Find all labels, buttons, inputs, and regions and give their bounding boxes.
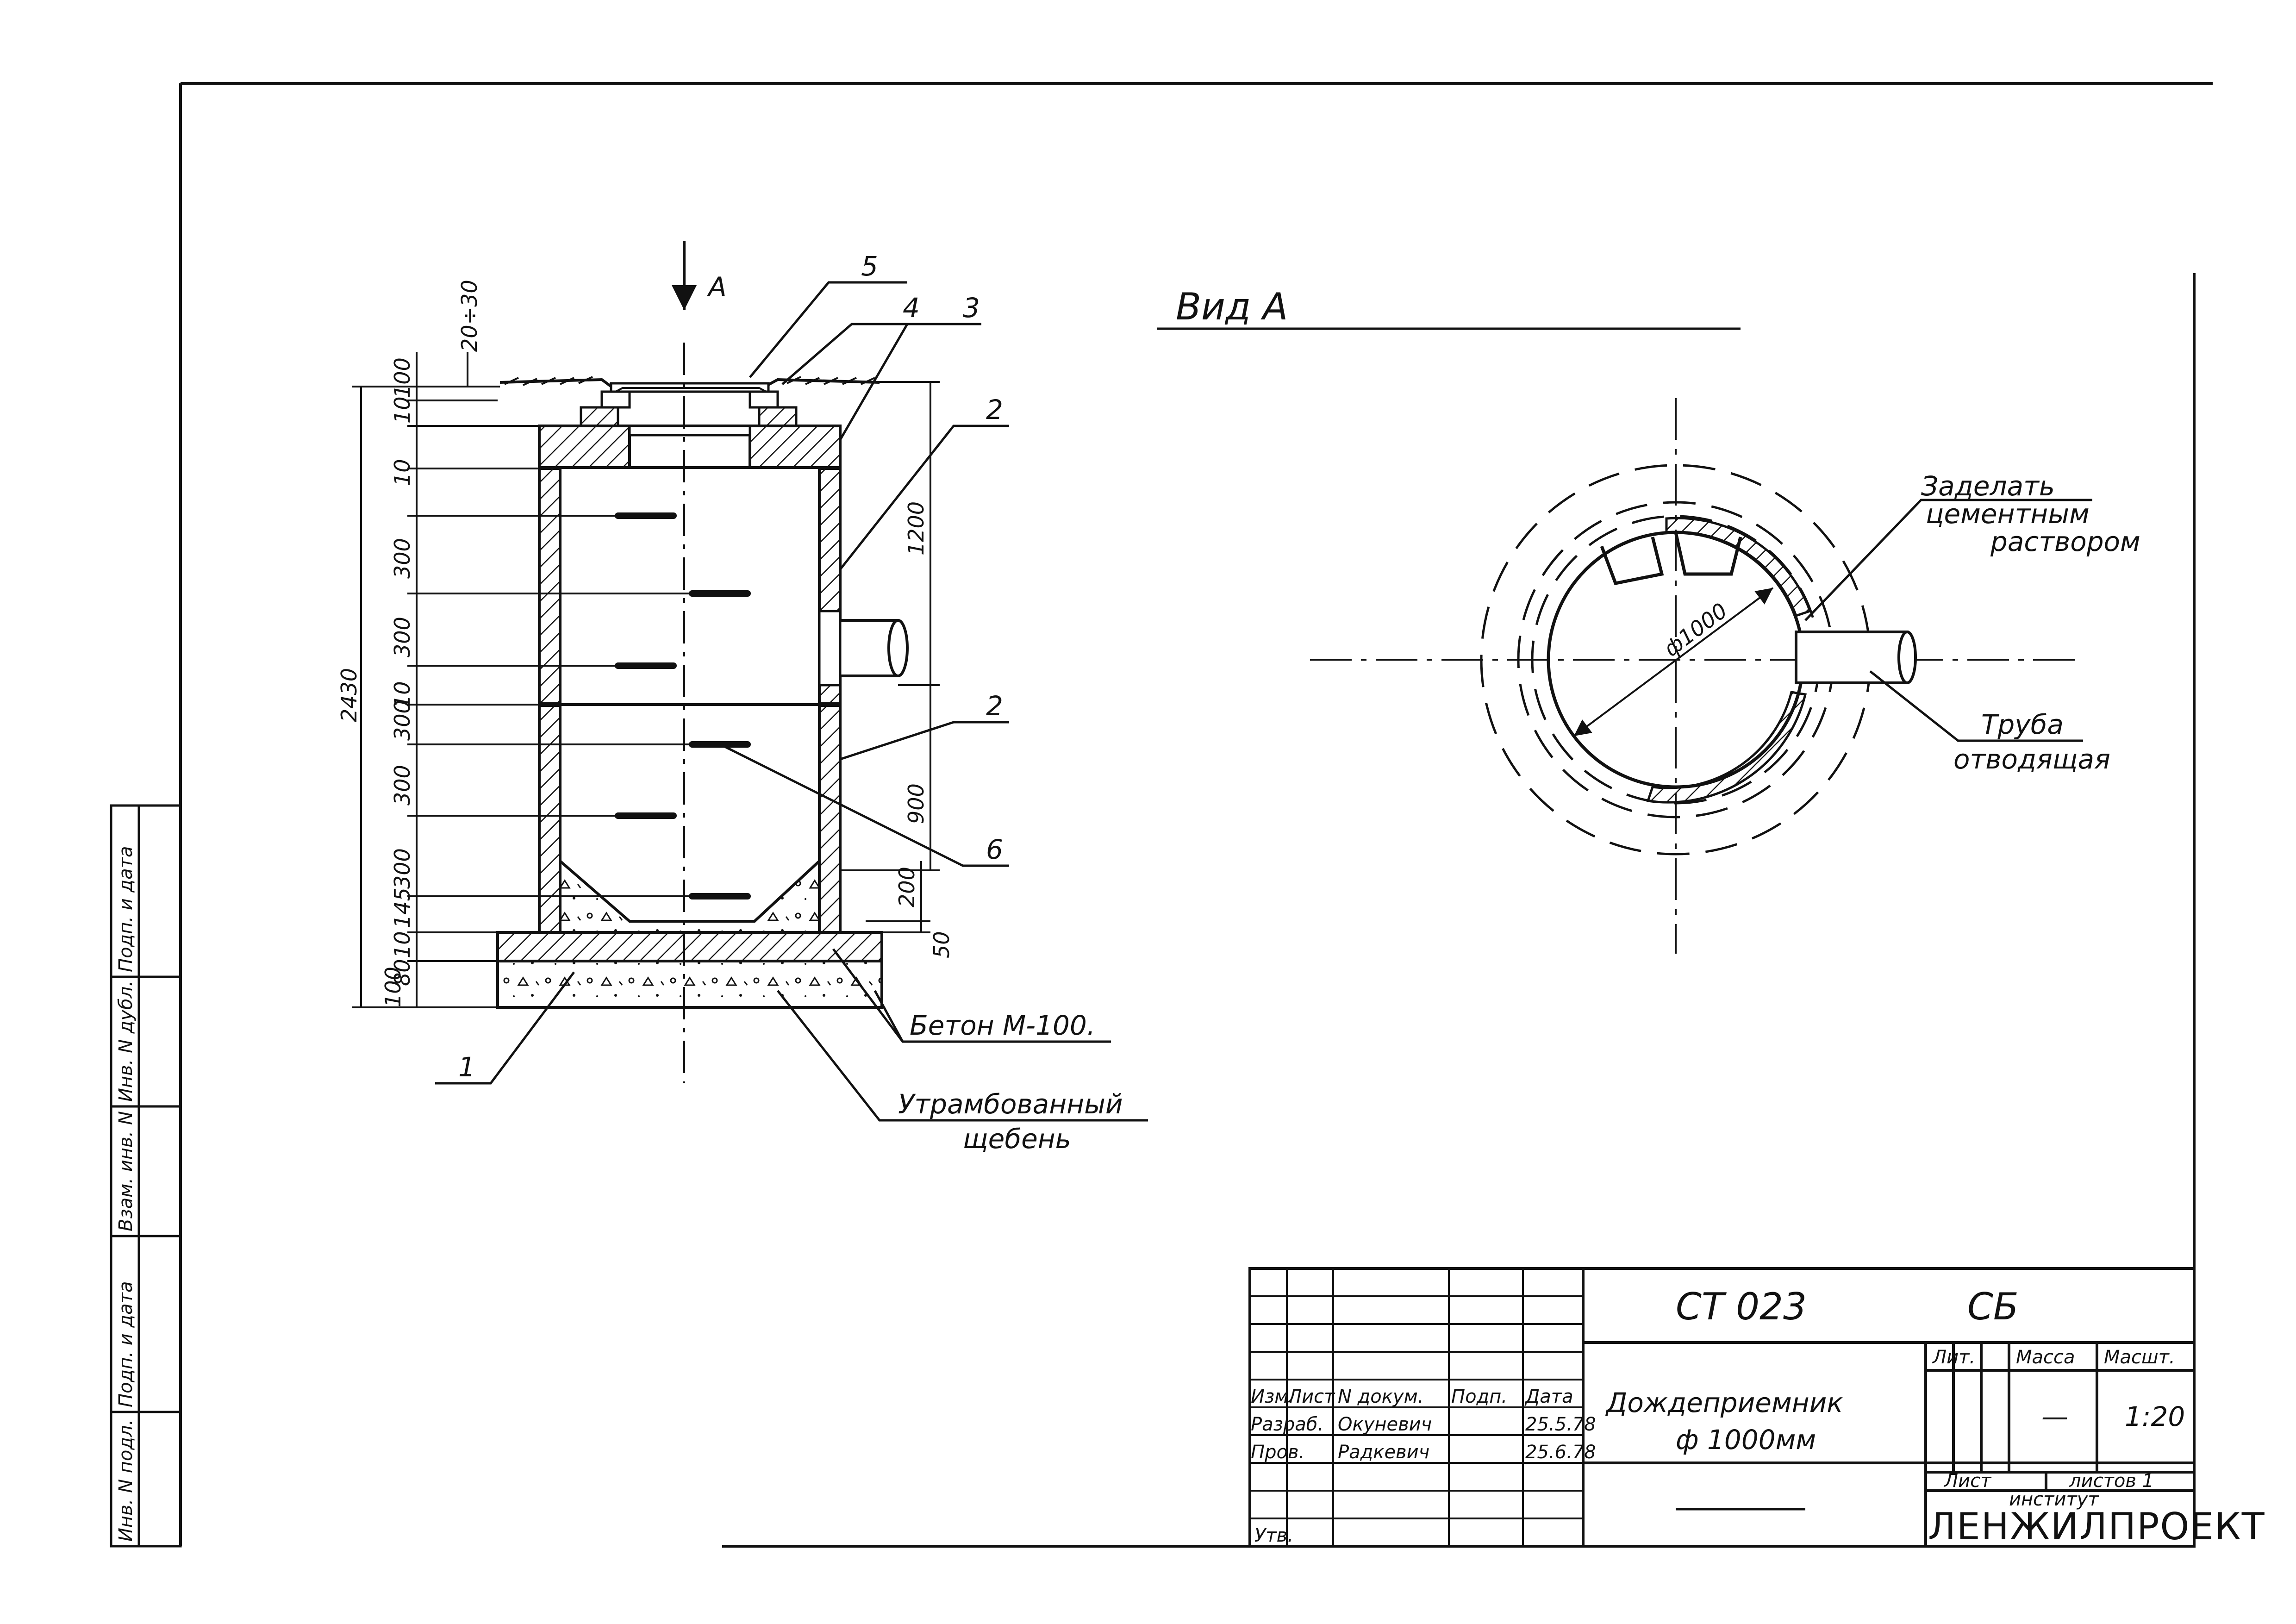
callout-3: 3 bbox=[963, 292, 980, 324]
seal-label-1: Заделать bbox=[1921, 470, 2055, 502]
dim-100-top: 100 bbox=[390, 357, 415, 398]
dim-10-joint: 10 bbox=[390, 681, 415, 708]
dim-200: 200 bbox=[894, 867, 919, 907]
seal-label-3: раствором bbox=[1990, 526, 2140, 557]
dim-50: 50 bbox=[929, 931, 954, 958]
pipe-label-2: отводящая bbox=[1953, 743, 2110, 775]
side-stamp bbox=[110, 804, 182, 1548]
dim-300-c: 300 bbox=[390, 700, 415, 741]
dim-100-bottom: 100 bbox=[381, 967, 406, 1007]
side-stamp-3: Взам. инв. N bbox=[115, 1111, 137, 1231]
callout-6: 6 bbox=[986, 834, 1003, 865]
side-stamp-2: Подп. и дата bbox=[115, 1281, 137, 1407]
ladder-rungs bbox=[615, 512, 751, 899]
callout-1: 1 bbox=[458, 1051, 475, 1083]
tb-mass: — bbox=[2041, 1401, 2068, 1432]
dim-2430: 2430 bbox=[337, 668, 362, 722]
tb-r1-date: 25.5.78 bbox=[1525, 1414, 1596, 1435]
dim-1200: 1200 bbox=[904, 501, 929, 556]
seal-label-2: цементным bbox=[1926, 498, 2090, 530]
dim-80: 80 bbox=[390, 959, 415, 986]
callout-5: 5 bbox=[861, 250, 878, 282]
tb-institute: институт bbox=[2009, 1489, 2099, 1510]
pipe-label-1: Труба bbox=[1981, 709, 2064, 740]
support-ring bbox=[580, 406, 619, 427]
tb-name-1: Дождеприемник bbox=[1605, 1387, 1843, 1418]
ring-lower-wall-right bbox=[818, 704, 842, 934]
tb-head-sign: Подп. bbox=[1451, 1386, 1507, 1407]
side-stamp-1: Инв. N подл. bbox=[115, 1419, 137, 1542]
section-view: A 20÷ bbox=[337, 241, 1148, 1155]
callout-2-upper: 2 bbox=[986, 394, 1003, 425]
dim-300-b: 300 bbox=[390, 617, 415, 657]
tb-head-date: Дата bbox=[1524, 1386, 1573, 1407]
callout-2-lower: 2 bbox=[986, 690, 1003, 722]
tb-head-list: Лист bbox=[1287, 1386, 1335, 1407]
ring-upper-wall-left bbox=[538, 467, 562, 705]
dim-900: 900 bbox=[904, 783, 929, 824]
dim-10-slab: 10 bbox=[390, 459, 415, 486]
tb-r1-role: Разраб. bbox=[1251, 1414, 1323, 1435]
dim-20-30: 20÷30 bbox=[457, 280, 482, 352]
gravel-bed bbox=[496, 960, 883, 1009]
tb-head-izm: Изм. bbox=[1251, 1386, 1294, 1407]
side-stamp-4: Инв. N дубл. bbox=[115, 981, 137, 1102]
arrow-a-label: A bbox=[706, 271, 727, 303]
dim-300-e: 300 bbox=[390, 848, 415, 889]
tb-r2-role: Пров. bbox=[1251, 1442, 1304, 1463]
gravel-label-2: щебень bbox=[963, 1123, 1071, 1155]
tb-r2-date: 25.6.78 bbox=[1525, 1442, 1596, 1463]
dim-10-top: 10 bbox=[390, 396, 415, 424]
side-stamp-5: Подп. и дата bbox=[115, 846, 137, 972]
ring-lower-wall-left bbox=[538, 704, 562, 934]
tb-org: ЛЕНЖИЛПРОЕКТ bbox=[1928, 1505, 2265, 1548]
dim-300-a: 300 bbox=[390, 538, 415, 579]
tb-scale: 1:20 bbox=[2125, 1401, 2185, 1432]
tb-stage: СБ bbox=[1967, 1285, 2019, 1328]
tb-head-scale: Масшт. bbox=[2104, 1347, 2175, 1368]
title-block-left-grid bbox=[1250, 1268, 1583, 1546]
tb-r3-role: Утв. bbox=[1254, 1525, 1293, 1546]
callout-4: 4 bbox=[903, 292, 920, 324]
tb-code: СТ 023 bbox=[1676, 1285, 1807, 1328]
dim-300-d: 300 bbox=[390, 765, 415, 806]
dim-10-base: 10 bbox=[390, 931, 415, 958]
tb-sheet: Лист bbox=[1943, 1470, 1992, 1492]
tb-r1-name: Окуневич bbox=[1338, 1414, 1432, 1435]
tb-name-2: ф 1000мм bbox=[1676, 1424, 1816, 1455]
tb-sheets: листов 1 bbox=[2069, 1470, 2154, 1492]
base-slab bbox=[496, 931, 883, 962]
plan-view: Вид А ф1000 bbox=[1157, 285, 2092, 954]
diameter-label: ф1000 bbox=[1659, 598, 1732, 662]
concrete-label: Бетон М-100. bbox=[910, 1010, 1095, 1041]
tb-r2-name: Радкевич bbox=[1338, 1442, 1429, 1463]
dim-145: 145 bbox=[390, 887, 415, 928]
tb-head-mass: Масса bbox=[2016, 1347, 2075, 1368]
tb-head-doc: N докум. bbox=[1338, 1386, 1424, 1407]
tb-head-lit: Лит. bbox=[1932, 1347, 1975, 1368]
view-a-title: Вид А bbox=[1176, 285, 1288, 328]
gravel-label-1: Утрамбованный bbox=[898, 1088, 1123, 1120]
